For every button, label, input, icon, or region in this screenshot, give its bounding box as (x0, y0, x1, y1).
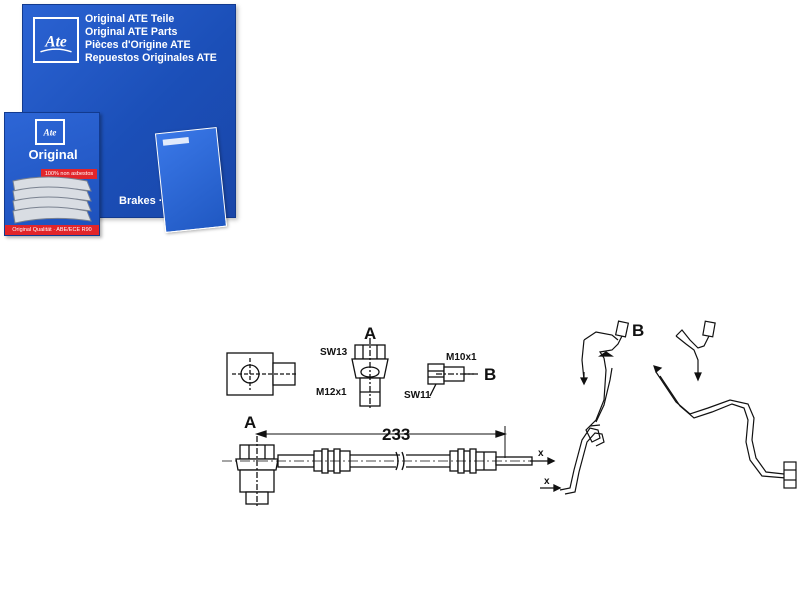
pad-box-bottom-bar: Original Qualität · ABE/ECE R90 (5, 225, 99, 235)
label-sw13: SW13 (320, 347, 348, 358)
box-line-de: Original ATE Teile (85, 13, 175, 25)
axis-arrow-2 (540, 483, 562, 493)
box-line-fr: Pièces d'Origine ATE (85, 39, 191, 51)
label-a-top: A (364, 324, 376, 343)
brake-pads-illustration (12, 176, 92, 224)
hose-route-left (559, 320, 630, 495)
label-m10x1: M10x1 (446, 352, 477, 363)
brake-hose-side-view (222, 436, 540, 508)
axis-arrow-1 (530, 456, 556, 466)
label-b-route: B (632, 321, 644, 340)
box-line-en: Original ATE Parts (85, 26, 178, 38)
label-sw11: SW11 (404, 390, 431, 401)
pad-box-red-strip: 100% non asbestos (41, 169, 97, 179)
label-axis-x-2: x (544, 476, 550, 487)
svg-text:Ate: Ate (43, 128, 57, 138)
label-m12x1: M12x1 (316, 387, 347, 398)
ate-logo-icon: Ate (33, 17, 79, 63)
label-b-fitting: B (484, 365, 496, 384)
ate-mini-logo-icon: Ate (35, 119, 65, 145)
label-axis-x-1: x (538, 448, 544, 459)
banjo-fitting-a (351, 338, 389, 410)
box-line-es: Repuestos Originales ATE (85, 52, 217, 64)
fitting-b (427, 363, 478, 397)
svg-text:Ate: Ate (44, 33, 67, 50)
hose-route-right (653, 320, 797, 489)
box-text-lines: Original ATE Teile Original ATE Parts Pi… (85, 13, 235, 65)
label-length-233: 233 (382, 425, 410, 444)
dimension-233 (254, 426, 508, 458)
label-a-main: A (244, 413, 256, 432)
bracket-top-view (226, 352, 298, 396)
pad-box-original-label: Original (28, 147, 78, 162)
brake-pad-box: Ate Original 100% non asbestos Original … (4, 112, 100, 236)
